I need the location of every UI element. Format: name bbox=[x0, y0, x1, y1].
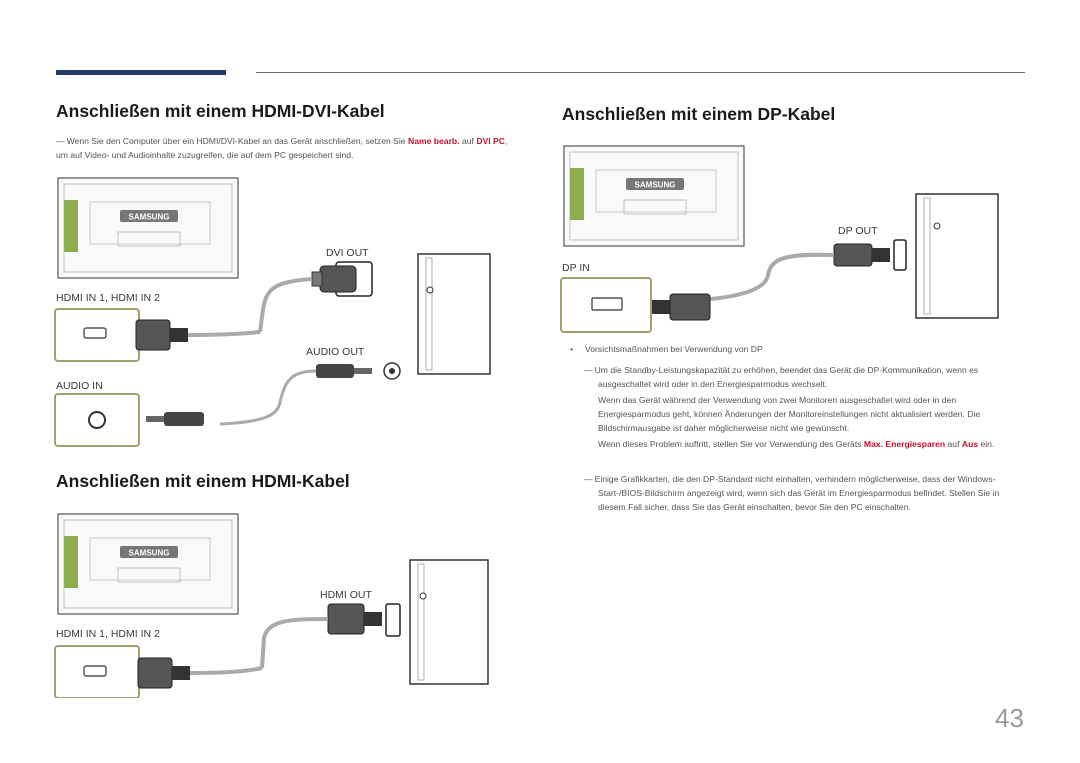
hdmi-in-label: HDMI IN 1, HDMI IN 2 bbox=[56, 292, 160, 304]
audio-in-port-box-icon bbox=[54, 393, 140, 447]
monitor-back-icon: SAMSUNG bbox=[563, 145, 745, 247]
audio-cable bbox=[219, 369, 317, 426]
dvi-cable bbox=[258, 277, 313, 333]
dp-in-port-box-icon bbox=[560, 277, 652, 333]
hdmi-out-port-icon bbox=[385, 603, 401, 637]
header-rule bbox=[256, 72, 1025, 73]
audio-connector-out-icon bbox=[316, 364, 372, 378]
audio-in-label: AUDIO IN bbox=[56, 380, 103, 392]
dvi-out-label: DVI OUT bbox=[326, 247, 369, 259]
pc-tower-icon bbox=[409, 559, 489, 685]
hdmi-dvi-heading: Anschließen mit einem HDMI-DVI-Kabel bbox=[56, 101, 385, 121]
dp-note-1-p3: Wenn dieses Problem auftritt, stellen Si… bbox=[584, 437, 1024, 451]
dp-note-1-p3-text1: Wenn dieses Problem auftritt, stellen Si… bbox=[598, 439, 864, 449]
page-number: 43 bbox=[995, 703, 1024, 733]
header-accent-bar bbox=[56, 70, 226, 75]
hdmi-connector-icon bbox=[135, 319, 188, 351]
dp-note-1-p3-text2: auf bbox=[945, 439, 962, 449]
monitor-brand: SAMSUNG bbox=[129, 549, 170, 558]
dp-out-port-icon bbox=[893, 239, 907, 271]
hdmi-in-label-2: HDMI IN 1, HDMI IN 2 bbox=[56, 628, 160, 640]
hdmi-cable-in bbox=[189, 666, 263, 675]
hdmi-in-port-box-icon bbox=[54, 645, 140, 698]
dp-note-1-p3-highlight2: Aus bbox=[961, 439, 979, 449]
hdmi-cable bbox=[187, 330, 261, 337]
hdmi-dvi-note-highlight-name: Name bearb. bbox=[407, 136, 460, 146]
dp-connector-in-icon bbox=[652, 293, 711, 321]
dp-cable bbox=[695, 252, 835, 302]
dp-note-1-p3-highlight1: Max. Energiesparen bbox=[863, 439, 946, 449]
hdmi-dvi-note-text1: Wenn Sie den Computer über ein HDMI/DVI-… bbox=[66, 136, 408, 146]
dp-note-2-p1: Einige Grafikkarten, die den DP-Standard… bbox=[594, 474, 1000, 512]
hdmi-dvi-note: —Wenn Sie den Computer über ein HDMI/DVI… bbox=[56, 136, 508, 160]
hdmi-connector-in-icon bbox=[137, 657, 190, 689]
audio-connector-in-icon bbox=[146, 412, 204, 426]
monitor-brand: SAMSUNG bbox=[635, 181, 676, 190]
hdmi-dvi-note-text2: auf bbox=[459, 136, 477, 146]
dp-connector-out-icon bbox=[833, 243, 890, 267]
hdmi-in-port-box-icon bbox=[54, 308, 140, 362]
dp-note-1-p2: Wenn das Gerät während der Verwendung vo… bbox=[598, 395, 981, 433]
hdmi-heading: Anschließen mit einem HDMI-Kabel bbox=[56, 471, 350, 491]
dp-bullet: •Vorsichtsmaßnahmen bei Verwendung von D… bbox=[570, 344, 763, 354]
dp-heading: Anschließen mit einem DP-Kabel bbox=[562, 104, 836, 124]
audio-out-label: AUDIO OUT bbox=[306, 346, 365, 358]
hdmi-diagram: SAMSUNG bbox=[54, 513, 489, 698]
dp-diagram: SAMSUNG bbox=[560, 145, 999, 333]
dp-bullet-text: Vorsichtsmaßnahmen bei Verwendung von DP bbox=[585, 344, 763, 354]
dp-out-label: DP OUT bbox=[838, 225, 878, 237]
hdmi-cable bbox=[260, 617, 329, 669]
pc-tower-icon bbox=[915, 193, 999, 319]
dp-note-2: —Einige Grafikkarten, die den DP-Standar… bbox=[584, 474, 1000, 512]
pc-tower-icon bbox=[417, 253, 491, 375]
dp-note-1-p3-text3: ein. bbox=[978, 439, 995, 449]
monitor-back-icon: SAMSUNG bbox=[57, 177, 239, 279]
hdmi-out-label: HDMI OUT bbox=[320, 589, 372, 601]
dp-note-1-p1: Um die Standby-Leistungskapazität zu erh… bbox=[594, 365, 979, 389]
dp-note-1: —Um die Standby-Leistungskapazität zu er… bbox=[584, 363, 1024, 451]
dvi-connector-icon bbox=[311, 265, 357, 293]
hdmi-dvi-note-highlight-dvipc: DVI PC bbox=[476, 136, 505, 146]
monitor-brand: SAMSUNG bbox=[129, 213, 170, 222]
dp-in-label: DP IN bbox=[562, 262, 590, 274]
audio-out-jack-icon bbox=[383, 362, 401, 380]
hdmi-connector-icon bbox=[327, 603, 382, 635]
hdmi-dvi-note-text3: , um auf Video- und Audioinhalte zuzugre… bbox=[56, 136, 508, 160]
hdmi-dvi-diagram: SAMSUNG bbox=[54, 177, 491, 447]
monitor-back-icon: SAMSUNG bbox=[57, 513, 239, 615]
